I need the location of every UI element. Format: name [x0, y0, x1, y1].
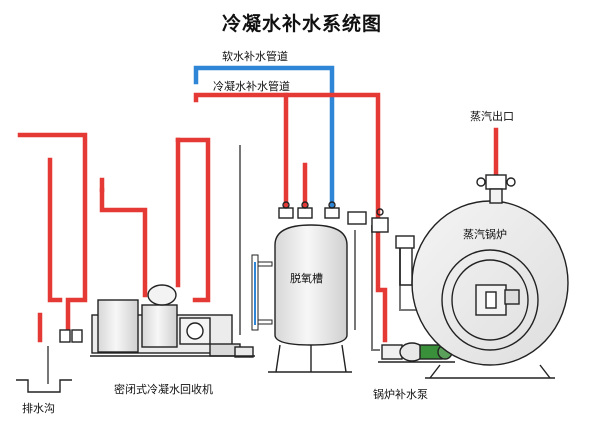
deaerator-label: 脱氧槽	[290, 271, 323, 285]
level-gauge	[251, 254, 273, 331]
soft-water-pipe	[193, 65, 335, 218]
boiler-gauge	[395, 235, 415, 286]
soft-water-pipe-label: 软水补水管道	[222, 49, 288, 63]
steam-outlet-label: 蒸汽出口	[470, 109, 514, 123]
diagram-title: 冷凝水补水系统图	[222, 12, 382, 35]
condensate-pipe-label: 冷凝水补水管道	[213, 79, 290, 93]
steam-outlet-valve	[476, 174, 516, 204]
recovery-unit	[59, 284, 255, 358]
drain-ditch	[16, 346, 72, 393]
deaerator-tank: 脱氧槽	[268, 224, 352, 373]
grey-utility-lines	[239, 145, 420, 351]
recovery-unit-label: 密闭式冷凝水回收机	[114, 382, 213, 396]
feed-pump-label: 锅炉补水泵	[373, 388, 428, 401]
valve-cluster	[278, 201, 389, 233]
steam-boiler: 蒸汽锅炉	[411, 200, 569, 379]
condensate-pipe	[17, 92, 499, 343]
drain-ditch-label: 排水沟	[22, 401, 55, 415]
boiler-label: 蒸汽锅炉	[463, 227, 507, 241]
